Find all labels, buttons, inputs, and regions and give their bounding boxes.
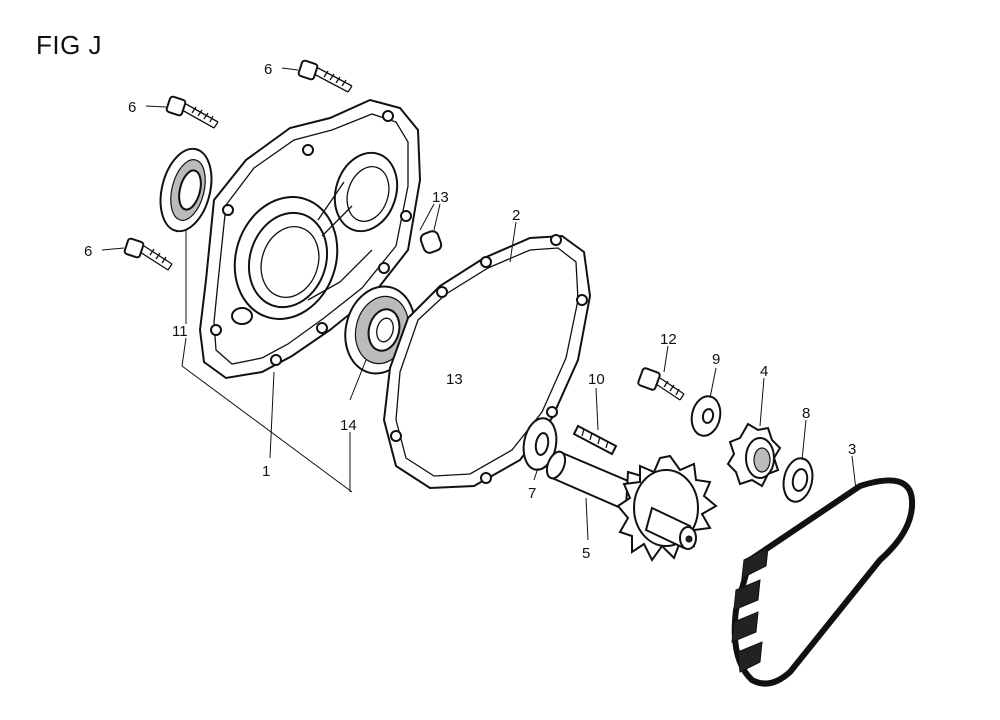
shaft-sprocket xyxy=(545,450,718,562)
washer-9 xyxy=(690,395,722,437)
chain xyxy=(731,477,916,687)
callout-bolt-low: 6 xyxy=(84,243,92,260)
callout-bearing: 14 xyxy=(340,417,357,434)
callout-dowel-upper: 13 xyxy=(432,189,449,206)
callout-chain: 3 xyxy=(848,441,856,458)
callout-flange-bolt: 12 xyxy=(660,331,677,348)
callout-washer-7: 7 xyxy=(528,485,536,502)
callout-bolt-top: 6 xyxy=(264,61,272,78)
callout-shaft-sprocket: 5 xyxy=(582,545,590,562)
bearing xyxy=(344,285,416,375)
callout-washer-8: 8 xyxy=(802,405,810,422)
flange-bolt xyxy=(637,367,685,401)
callout-labels: 6 6 6 13 2 11 13 14 1 12 10 9 4 8 3 7 5 xyxy=(84,61,856,562)
callout-dowel-lower: 13 xyxy=(446,371,463,388)
washer-7 xyxy=(522,417,558,471)
leader-lines xyxy=(181,203,857,541)
dowel-upper xyxy=(419,203,443,254)
bolt-top xyxy=(281,59,353,93)
callout-oil-seal: 11 xyxy=(172,323,188,340)
callout-small-sprocket: 4 xyxy=(760,363,768,380)
pin xyxy=(572,424,618,456)
case-cover xyxy=(198,98,422,380)
oil-seal xyxy=(159,147,213,233)
callout-pin: 10 xyxy=(588,371,605,388)
callout-case-cover: 1 xyxy=(262,463,270,480)
bolt-low xyxy=(101,237,173,271)
small-sprocket xyxy=(726,422,782,488)
callout-washer-9: 9 xyxy=(712,351,720,368)
callout-gasket: 2 xyxy=(512,207,520,224)
washer-8 xyxy=(782,457,814,503)
bolt-mid xyxy=(145,95,219,129)
figure-title: FIG J xyxy=(36,30,103,60)
callout-bolt-mid: 6 xyxy=(128,99,136,116)
gasket xyxy=(382,234,592,490)
